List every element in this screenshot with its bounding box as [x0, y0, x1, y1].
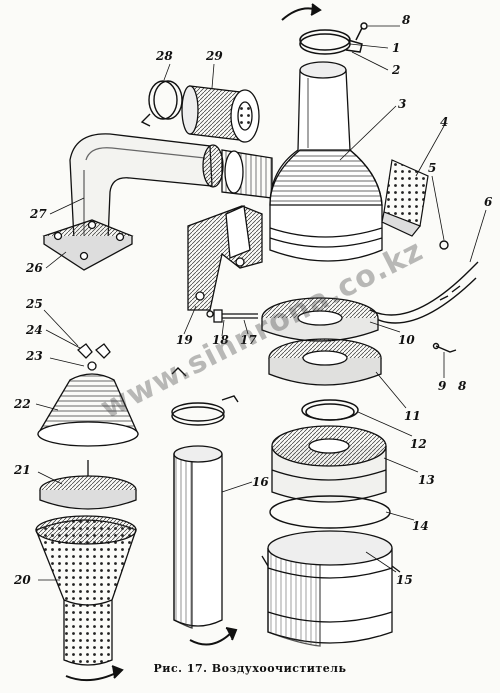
- mounting-bracket: [187, 205, 263, 311]
- callout-20: 20: [13, 573, 31, 587]
- mesh-sleeve-29: [181, 85, 260, 143]
- screen-disc-21: [39, 460, 137, 510]
- callout-6: 6: [484, 195, 493, 209]
- pipe-flange: [42, 219, 134, 271]
- callout-5: 5: [428, 161, 436, 175]
- perforated-funnel-20: [35, 515, 137, 666]
- callout-14: 14: [412, 519, 429, 533]
- callout-21: 21: [13, 463, 31, 477]
- top-clamp: [299, 22, 368, 55]
- bolts-17-18-19: [206, 309, 258, 323]
- callout-15: 15: [396, 573, 413, 587]
- mesh-strap-4: [381, 159, 429, 237]
- callout-13: 13: [418, 473, 435, 487]
- filter-basket-13: [271, 425, 387, 503]
- hose-clamp-28: [140, 80, 183, 127]
- rotate-arrow-top: [281, 3, 322, 21]
- callout-4: 4: [440, 115, 448, 129]
- callout-1: 1: [392, 41, 400, 55]
- tube-clamp: [171, 367, 239, 426]
- callout-10: 10: [398, 333, 415, 347]
- cap-cone-22: [37, 373, 139, 447]
- band-clamp-6: [369, 240, 479, 353]
- figure-caption: Рис. 17. Воздухоочиститель: [153, 662, 347, 675]
- intake-tube-16: [173, 445, 223, 629]
- callout-8-bottom: 8: [458, 379, 467, 393]
- rotate-arrow-bottom-left: [65, 665, 124, 682]
- callout-2: 2: [391, 63, 400, 77]
- wing-nut-24: [77, 343, 111, 371]
- connecting-hose: [221, 149, 273, 199]
- callout-17: 17: [240, 333, 257, 347]
- filter-ring-11: [268, 338, 382, 386]
- callout-3: 3: [398, 97, 406, 111]
- callout-18: 18: [212, 333, 229, 347]
- callout-9: 9: [438, 379, 447, 393]
- callout-12: 12: [410, 437, 427, 451]
- elbow-inlet-pipe: [69, 133, 224, 241]
- gasket-ring-12: [301, 399, 359, 421]
- callout-27: 27: [29, 207, 47, 221]
- callout-labels: 1 2 3 4 5 6 8 8 9 10 11 12 13 14 15 16 1…: [13, 13, 493, 587]
- callout-29: 29: [205, 49, 223, 63]
- callout-19: 19: [176, 333, 193, 347]
- o-ring-14: [269, 495, 391, 529]
- callout-16: 16: [252, 475, 269, 489]
- rotate-arrow-bottom: [189, 627, 238, 646]
- callout-8-top: 8: [402, 13, 411, 27]
- callout-22: 22: [13, 397, 31, 411]
- callout-25: 25: [25, 297, 43, 311]
- callout-24: 24: [25, 323, 43, 337]
- callout-11: 11: [404, 409, 421, 423]
- housing-cone: [269, 61, 383, 262]
- oil-bowl-15: [261, 530, 401, 647]
- filter-ring-10: [261, 297, 379, 342]
- callout-28: 28: [155, 49, 173, 63]
- callout-23: 23: [25, 349, 43, 363]
- callout-26: 26: [25, 261, 43, 275]
- leader-lines: [35, 25, 487, 581]
